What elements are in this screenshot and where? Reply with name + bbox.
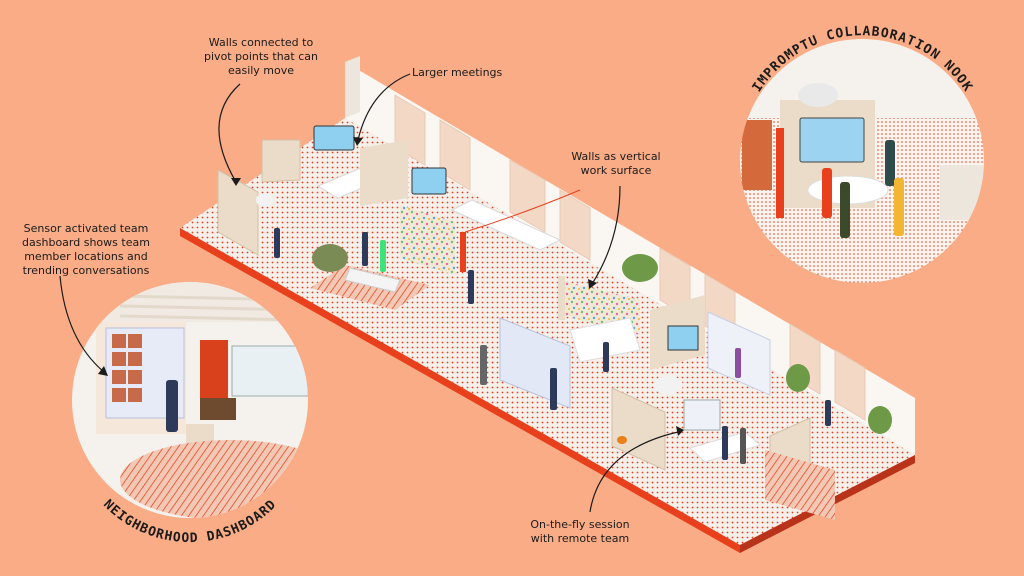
wood-partition (558, 276, 565, 320)
display-screen (667, 325, 699, 351)
nook-person (840, 182, 850, 238)
arrowhead (676, 426, 684, 436)
dashboard-person (166, 380, 178, 432)
person (550, 368, 557, 410)
plant (312, 244, 348, 272)
patterned-screen (765, 450, 835, 520)
nook-circle-outline (738, 37, 986, 285)
arrowhead (98, 366, 108, 376)
round-table-area (569, 317, 641, 363)
nook-person (894, 178, 904, 236)
person (825, 400, 831, 426)
leader-walls-vertical (591, 185, 621, 285)
callout-walls-pivot: Walls connected to pivot points that can… (204, 36, 318, 77)
nook-lounge-chair (798, 83, 838, 107)
person (362, 232, 368, 266)
leader-lines (59, 73, 684, 513)
display-screen (411, 167, 447, 195)
plant (786, 364, 810, 392)
plant (868, 406, 892, 434)
person (722, 426, 728, 460)
vertical-work-wall (400, 205, 455, 275)
dashboard-floor (120, 440, 308, 518)
leader-larger-meetings (357, 73, 411, 141)
person (740, 428, 746, 464)
person (274, 228, 280, 258)
bunting (464, 189, 581, 233)
sofa (344, 267, 401, 293)
callout-sensor-dashboard: Sensor activated team dashboard shows te… (22, 222, 150, 277)
display-screen (313, 125, 355, 151)
person (468, 270, 474, 304)
dashboard-red-wall (200, 340, 228, 400)
arrowhead (353, 137, 363, 146)
dashboard-seat (200, 398, 236, 420)
leader-sensor (59, 275, 105, 373)
nook-screen (799, 117, 865, 163)
plant (622, 254, 658, 282)
pivot-wall-panel (261, 139, 301, 183)
inset-neighborhood-dashboard: NEIGHBORHOOD DASHBOARD (72, 282, 308, 546)
person (603, 342, 609, 372)
pivot-wall-panel (217, 169, 259, 256)
column (460, 232, 466, 272)
person (480, 345, 487, 385)
leader-on-the-fly (589, 431, 679, 513)
callout-larger-meetings: Larger meetings (412, 66, 503, 79)
nook-art-panel (742, 120, 772, 190)
team-avatars (112, 334, 142, 402)
people (274, 228, 831, 464)
lounge-chairs (653, 376, 683, 394)
end-wall (345, 56, 360, 118)
callout-on-the-fly: On-the-fly session with remote team (530, 518, 630, 545)
wood-partition (611, 387, 666, 471)
person (735, 348, 741, 378)
lounge-rug (310, 265, 430, 310)
remote-screen (683, 399, 721, 431)
inset-collaboration-nook: IMPROMPTU COLLABORATION NOOK (738, 24, 986, 285)
callout-walls-vertical: Walls as vertical work surface (571, 150, 661, 177)
partition (360, 140, 408, 206)
planter (256, 193, 274, 207)
pivot-walls-zone (217, 139, 301, 256)
nook-red-post (776, 128, 784, 218)
dashboard-glass-partition (231, 345, 308, 397)
arrowhead (231, 178, 241, 186)
larger-meetings-zone (310, 125, 581, 310)
person (380, 240, 386, 272)
nook-person (822, 168, 832, 218)
floor-front-edge (180, 228, 740, 553)
arrowhead (588, 279, 597, 289)
long-table (450, 199, 562, 251)
leader-walls-pivot (218, 83, 241, 183)
nook-person (885, 140, 895, 186)
nook-side-panel (940, 165, 985, 220)
pumpkin (617, 436, 627, 444)
